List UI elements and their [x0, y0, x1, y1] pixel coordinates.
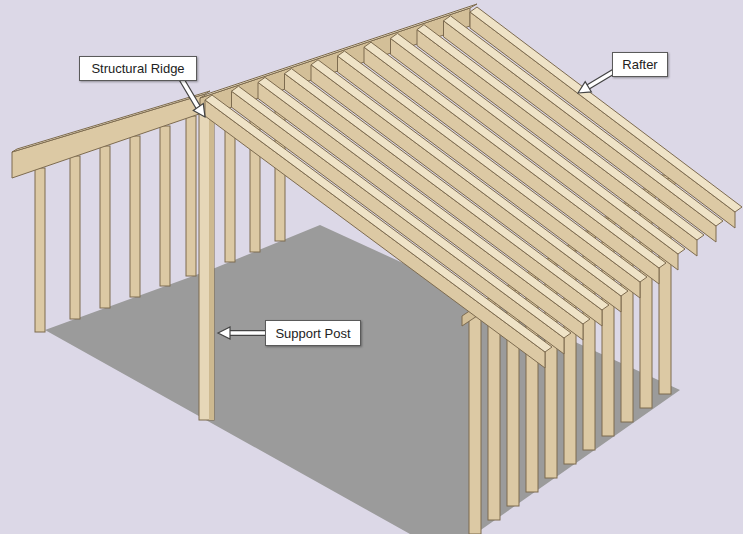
leader-line — [182, 80, 198, 107]
gable-rafter-top — [12, 91, 210, 152]
stud — [186, 116, 196, 276]
leader-arrows — [182, 72, 613, 339]
leader-line — [182, 80, 198, 107]
front-rafter-top — [205, 95, 552, 352]
gable-rafter — [12, 94, 205, 178]
front-rafter — [205, 100, 545, 368]
callout-box: Support Post — [265, 320, 361, 346]
stud — [160, 126, 170, 286]
callout-label: Support Post — [275, 326, 350, 341]
callout-box: Structural Ridge — [79, 56, 197, 81]
arrow-head — [578, 82, 591, 93]
rafter — [232, 91, 565, 354]
rafter-top — [232, 86, 572, 338]
callout-label: Rafter — [622, 57, 657, 72]
callout-box: Rafter — [612, 52, 668, 77]
leader-line — [588, 72, 613, 87]
leader-line — [230, 330, 265, 336]
stud — [70, 156, 80, 319]
stud — [469, 316, 481, 534]
stud — [35, 168, 45, 332]
support-post — [199, 112, 214, 420]
arrow-head — [193, 104, 205, 117]
arrow-head — [218, 327, 230, 339]
stud — [488, 302, 500, 520]
stud — [100, 146, 110, 308]
stud — [130, 136, 140, 297]
rafter — [258, 82, 583, 340]
rafter-top — [258, 77, 590, 324]
support-post-side — [209, 112, 214, 420]
callout-label: Structural Ridge — [91, 61, 184, 76]
leader-line — [588, 72, 613, 87]
leader-line — [230, 331, 265, 335]
